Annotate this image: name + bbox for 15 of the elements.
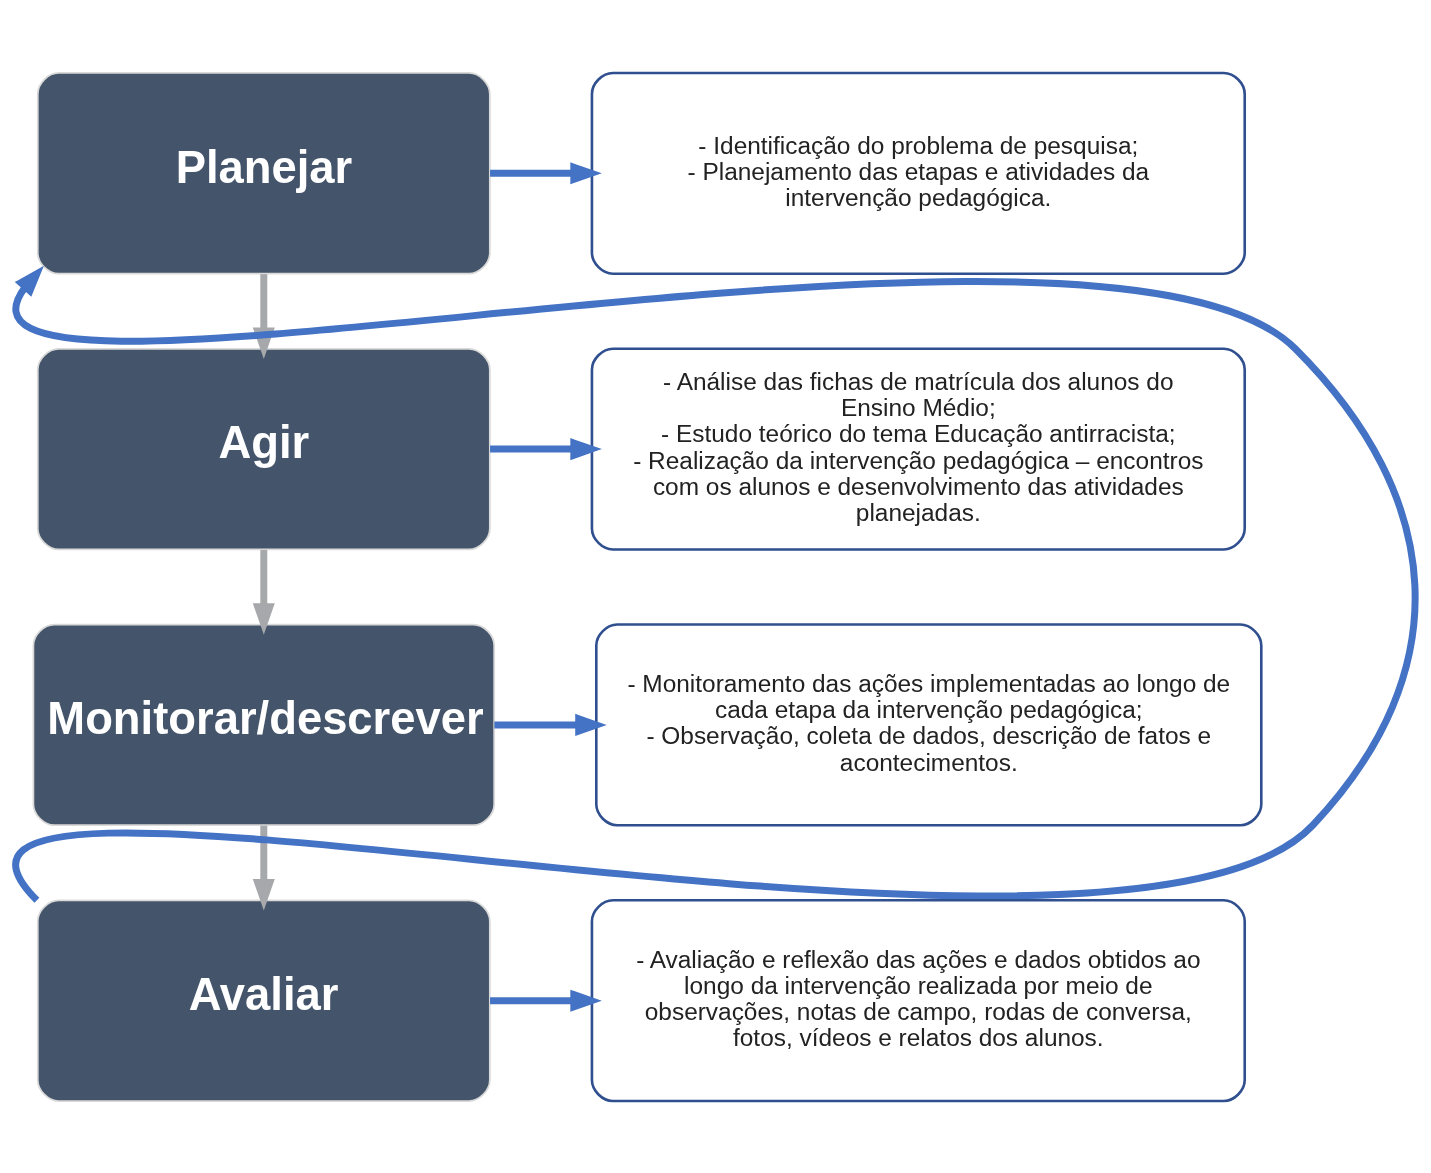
node-box: - Monitoramento das ações implementadas ao longo de cada etapa da intervenção pedagógica; - Observação, coleta de dados, descrição de fatos e acontecimentos. xyxy=(595,622,1263,827)
node-box: - Identificação do problema de pesquisa; - Planejamento das etapas e atividades da intervenção pedagógica. xyxy=(590,71,1246,275)
node-box: Planejar xyxy=(36,71,491,275)
arrow xyxy=(490,989,602,1012)
arrow xyxy=(490,161,602,184)
arrow xyxy=(252,549,275,635)
node-box: Agir xyxy=(36,347,491,550)
arrow xyxy=(494,713,607,736)
node-box: - Avaliação e reflexão das ações e dados obtidos ao longo da intervenção realizada por meio de observações, notas de campo, rodas de conversa, fotos, vídeos e relatos dos alunos. xyxy=(590,898,1246,1102)
arrow xyxy=(490,437,602,460)
node-box: Avaliar xyxy=(36,898,491,1102)
node-box: Monitorar/descrever xyxy=(32,623,496,826)
node-box: - Análise das fichas de matrícula dos alunos do Ensino Médio; - Estudo teórico do tema Educação antirracista; - Realização da intervenção pedagógica – encontros com os alunos e desenvolvimento das atividades planejadas. xyxy=(590,346,1246,551)
arrow xyxy=(14,265,1419,902)
arrow xyxy=(252,825,275,910)
